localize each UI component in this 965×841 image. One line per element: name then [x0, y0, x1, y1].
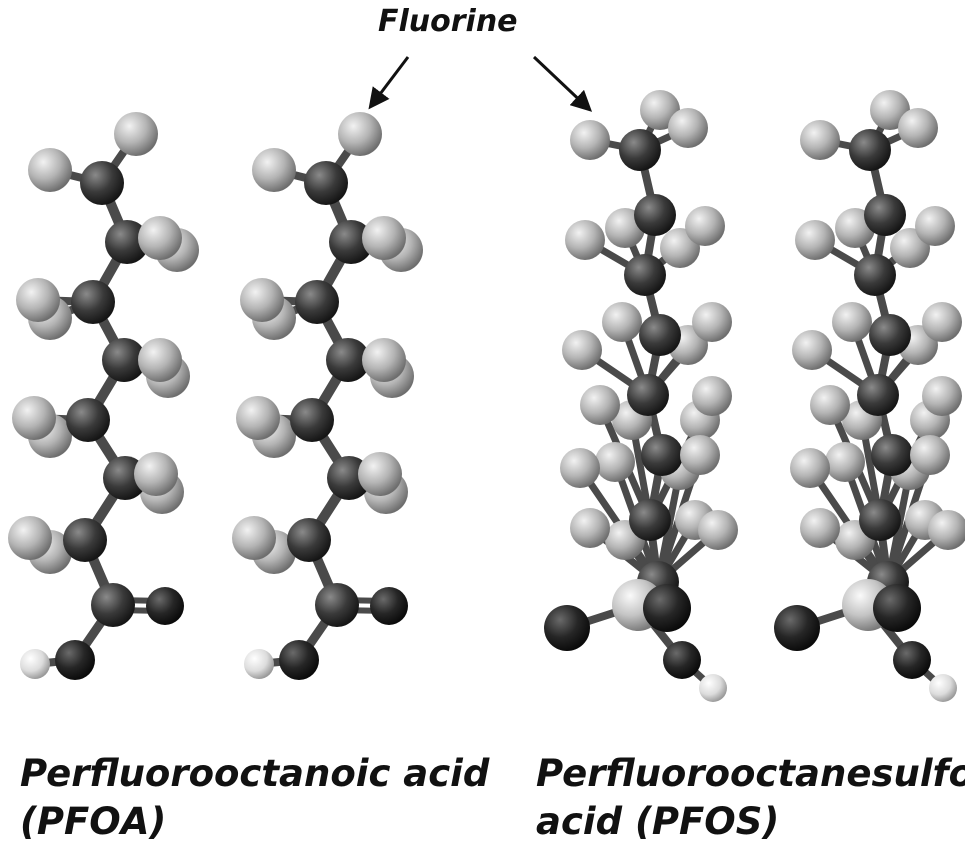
fluorine-atom	[922, 376, 962, 416]
carbon-atom	[864, 194, 906, 236]
fluorine-atom	[685, 206, 725, 246]
fluorine-atom	[570, 508, 610, 548]
fluorine-atom	[595, 442, 635, 482]
oxygen-atom	[873, 584, 921, 632]
oxygen-atom	[279, 640, 319, 680]
pfos-caption-line1: Perfluorooctanesulfonic	[536, 752, 965, 795]
fluorine-atom	[338, 112, 382, 156]
fluorine-atom	[825, 442, 865, 482]
fluorine-label: Fluorine	[378, 4, 518, 39]
carbon-atom	[295, 280, 339, 324]
pfos-caption-line2: acid (PFOS)	[536, 800, 780, 841]
fluorine-atom	[240, 278, 284, 322]
pfoa-caption-line2: (PFOA)	[20, 800, 167, 841]
fluorine-atom	[790, 448, 830, 488]
fluorine-atom	[570, 120, 610, 160]
fluorine-atom	[8, 516, 52, 560]
fluorine-atom	[692, 376, 732, 416]
oxygen-atom	[643, 584, 691, 632]
carbon-atom	[641, 434, 683, 476]
hydrogen-atom	[699, 674, 727, 702]
carbon-atom	[66, 398, 110, 442]
fluorine-atom	[800, 120, 840, 160]
fluorine-atom	[800, 508, 840, 548]
carbon-atom	[634, 194, 676, 236]
fluorine-atom	[138, 216, 182, 260]
fluorine-atom	[565, 220, 605, 260]
oxygen-atom	[370, 587, 408, 625]
fluorine-atom	[910, 435, 950, 475]
oxygen-atom	[663, 641, 701, 679]
carbon-atom	[859, 499, 901, 541]
carbon-atom	[871, 434, 913, 476]
oxygen-atom	[893, 641, 931, 679]
fluorine-atom	[602, 302, 642, 342]
fluorine-atom	[252, 148, 296, 192]
fluorine-arrow-right	[532, 55, 593, 112]
fluorine-atom	[362, 338, 406, 382]
fluorine-atom	[832, 302, 872, 342]
carbon-atom	[869, 314, 911, 356]
carbon-atom	[315, 583, 359, 627]
carbon-atom	[619, 129, 661, 171]
fluorine-atom	[232, 516, 276, 560]
oxygen-atom	[544, 605, 590, 651]
fluorine-atom	[898, 108, 938, 148]
fluorine-atom	[236, 396, 280, 440]
fluorine-atom	[698, 510, 738, 550]
fluorine-atom	[922, 302, 962, 342]
fluorine-atom	[928, 510, 965, 550]
carbon-atom	[91, 583, 135, 627]
carbon-atom	[849, 129, 891, 171]
oxygen-atom	[146, 587, 184, 625]
fluorine-atom	[28, 148, 72, 192]
carbon-atom	[105, 220, 149, 264]
pfoa-caption-line1: Perfluorooctanoic acid	[20, 752, 490, 795]
fluorine-atom	[668, 108, 708, 148]
fluorine-atom	[692, 302, 732, 342]
carbon-atom	[102, 338, 146, 382]
carbon-atom	[639, 314, 681, 356]
carbon-atom	[304, 161, 348, 205]
hydrogen-atom	[244, 649, 274, 679]
fluorine-atom	[114, 112, 158, 156]
carbon-atom	[326, 338, 370, 382]
fluorine-atom	[680, 435, 720, 475]
carbon-atom	[290, 398, 334, 442]
oxygen-atom	[55, 640, 95, 680]
carbon-atom	[329, 220, 373, 264]
fluorine-atom	[138, 338, 182, 382]
fluorine-atom	[810, 385, 850, 425]
carbon-atom	[854, 254, 896, 296]
fluorine-arrow-left	[368, 56, 410, 110]
carbon-atom	[80, 161, 124, 205]
fluorine-atom	[362, 216, 406, 260]
fluorine-atom	[560, 448, 600, 488]
hydrogen-atom	[20, 649, 50, 679]
fluorine-atom	[16, 278, 60, 322]
carbon-atom	[71, 280, 115, 324]
fluorine-atom	[358, 452, 402, 496]
fluorine-atom	[562, 330, 602, 370]
fluorine-atom	[580, 385, 620, 425]
fluorine-atom	[792, 330, 832, 370]
fluorine-atom	[915, 206, 955, 246]
fluorine-atom	[134, 452, 178, 496]
hydrogen-atom	[929, 674, 957, 702]
carbon-atom	[624, 254, 666, 296]
carbon-atom	[287, 518, 331, 562]
oxygen-atom	[774, 605, 820, 651]
fluorine-atom	[12, 396, 56, 440]
carbon-atom	[63, 518, 107, 562]
carbon-atom	[629, 499, 671, 541]
carbon-atom	[627, 374, 669, 416]
carbon-atom	[857, 374, 899, 416]
fluorine-atom	[795, 220, 835, 260]
